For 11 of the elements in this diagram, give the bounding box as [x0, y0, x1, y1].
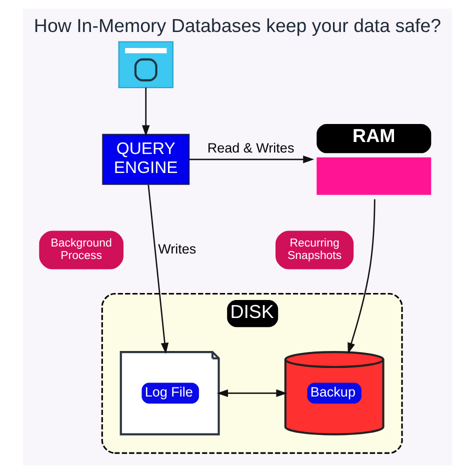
- arrow: [142, 88, 150, 136]
- arrow: [347, 199, 375, 354]
- diagram-title: How In-Memory Databases keep your data safe?: [33, 14, 441, 36]
- node-box: Background Process: [38, 230, 123, 270]
- node-box: QUERY ENGINE: [102, 134, 190, 185]
- edge-label: Writes: [158, 242, 196, 257]
- edge-label: Read & Writes: [206, 140, 294, 156]
- node-box: Recurring Snapshots: [275, 230, 354, 270]
- arrow: [216, 389, 287, 398]
- arrow: [147, 184, 168, 354]
- arrow: [188, 156, 314, 164]
